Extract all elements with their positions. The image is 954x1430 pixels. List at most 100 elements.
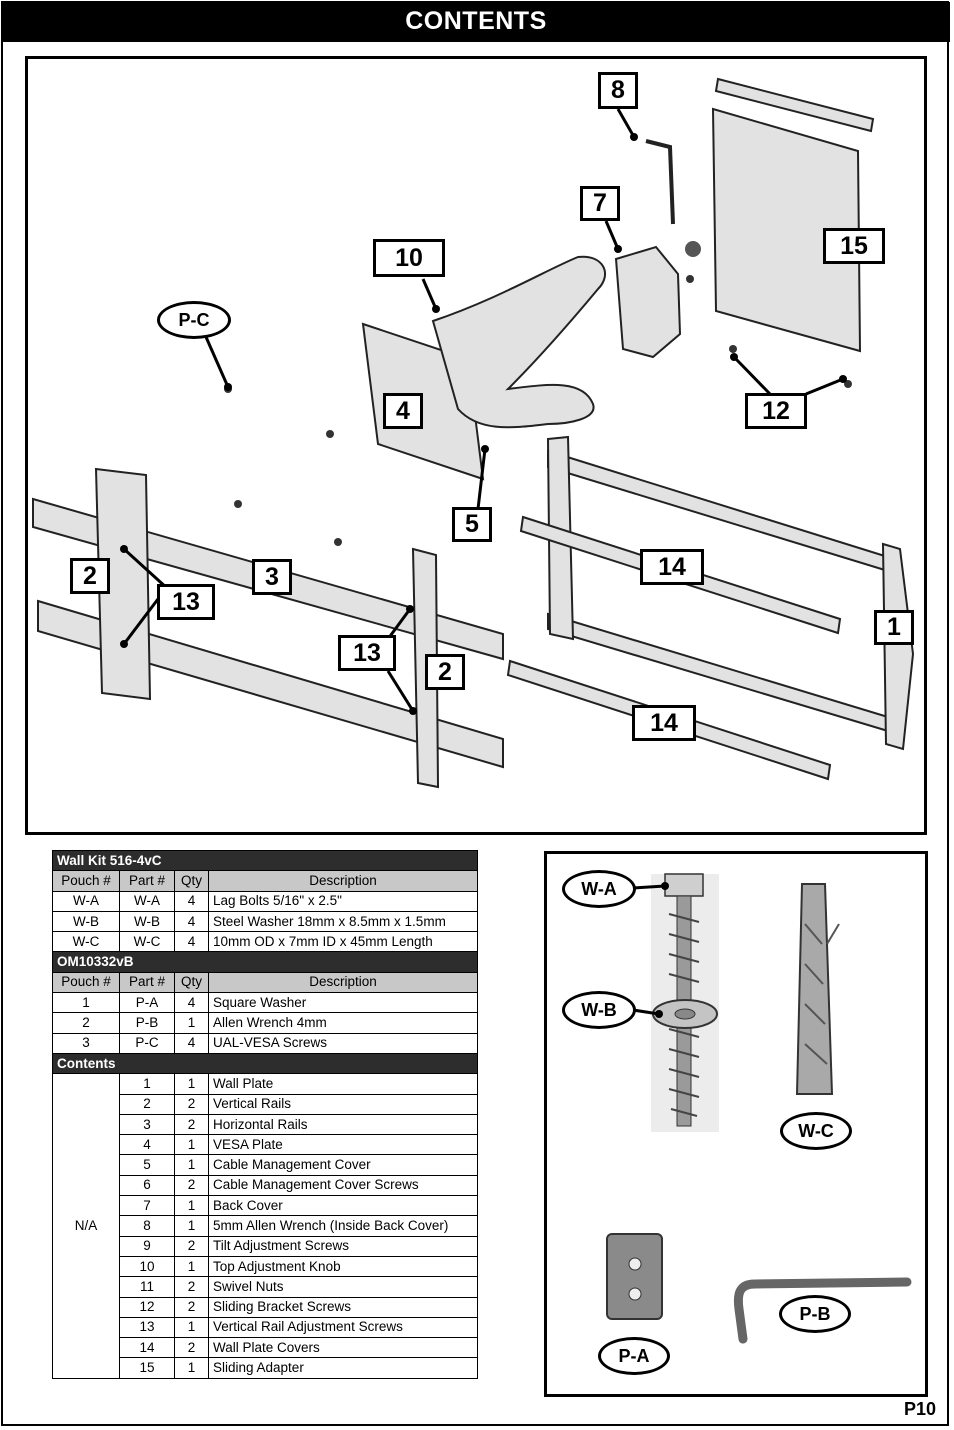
part-cell: 11 [119, 1276, 175, 1298]
part-cell: 4 [119, 1134, 175, 1156]
qty-cell: 4 [174, 931, 209, 953]
allen-wrench-part [645, 139, 675, 225]
callout-4: 4 [383, 393, 423, 429]
pouch-cell: W-C [52, 931, 120, 953]
callout-2-right: 2 [425, 654, 465, 690]
description-cell: Cable Management Cover Screws [208, 1174, 478, 1197]
description-cell: Sliding Adapter [208, 1357, 478, 1379]
table-row: 3 2 Horizontal Rails [53, 1113, 478, 1136]
part-cell: 15 [119, 1357, 175, 1379]
description-cell: Back Cover [208, 1195, 478, 1217]
adapter-top-rail [714, 77, 875, 133]
description-cell: Wall Plate Covers [208, 1337, 478, 1359]
part-cell: 3 [119, 1113, 175, 1136]
qty-cell: 1 [174, 1357, 209, 1379]
table-row: 15 1 Sliding Adapter [53, 1357, 478, 1379]
table-row: 5 1 Cable Management Cover [53, 1154, 478, 1176]
callout-13-right: 13 [338, 635, 396, 671]
hardware-illustration [606, 873, 912, 1344]
qty-cell: 4 [174, 1032, 209, 1054]
section-title: Contents [52, 1052, 478, 1075]
description-cell: Steel Washer 18mm x 8.5mm x 1.5mm [208, 910, 478, 933]
description-cell: Sliding Bracket Screws [208, 1296, 478, 1318]
section-title: OM10332vB [52, 951, 478, 973]
header-qty: Qty [174, 971, 209, 994]
part-cell: 10 [119, 1255, 175, 1278]
exploded-parts-diagram: 8 7 15 10 4 12 5 2 3 13 13 2 14 1 14 P-C [25, 56, 927, 835]
table-row: 1 P-A 4 Square Washer [52, 992, 478, 1014]
table-row: N/A 1 1 Wall Plate [52, 1073, 478, 1379]
qty-cell: 1 [174, 1316, 209, 1339]
qty-cell: 1 [174, 1134, 209, 1156]
qty-cell: 2 [174, 1337, 209, 1359]
description-cell: UAL-VESA Screws [208, 1032, 478, 1054]
page-number: P10 [903, 1399, 936, 1419]
callout-1: 1 [874, 610, 914, 645]
description-cell: 10mm OD x 7mm ID x 45mm Length [208, 931, 478, 953]
part-cell: W-A [119, 890, 175, 912]
part-cell: 2 [119, 1093, 175, 1115]
label-w-a: W-A [562, 870, 636, 908]
section-header-wall-kit: Wall Kit 516-4vC [52, 849, 478, 872]
callout-2-left: 2 [70, 558, 110, 594]
callout-7: 7 [580, 186, 620, 221]
table-row: W-B W-B 4 Steel Washer 18mm x 8.5mm x 1.… [52, 910, 478, 933]
label-w-b: W-B [562, 991, 636, 1029]
part-cell: W-C [119, 931, 175, 953]
header-pouch: Pouch # [52, 971, 120, 994]
qty-cell: 1 [174, 1154, 209, 1176]
description-cell: Wall Plate [208, 1073, 478, 1095]
header-description: Description [208, 971, 478, 994]
callout-14-upper: 14 [640, 549, 704, 585]
hardware-panel: W-A W-B W-C P-A P-B [544, 851, 928, 1397]
wall-anchor-w-c [795, 883, 834, 1095]
table-row: W-A W-A 4 Lag Bolts 5/16" x 2.5" [52, 890, 478, 912]
qty-cell: 2 [174, 1235, 209, 1257]
qty-cell: 4 [174, 992, 209, 1014]
description-cell: Square Washer [208, 992, 478, 1014]
callout-13-left: 13 [157, 584, 215, 620]
callout-5: 5 [452, 507, 492, 542]
label-p-a: P-A [598, 1337, 670, 1375]
table-row: 3 P-C 4 UAL-VESA Screws [52, 1032, 478, 1054]
qty-cell: 4 [174, 890, 209, 912]
pouch-cell: 2 [52, 1012, 120, 1034]
wall-plate-right-end [881, 542, 915, 751]
part-cell: 6 [119, 1174, 175, 1197]
part-cell: 12 [119, 1296, 175, 1318]
table-row: 2 P-B 1 Allen Wrench 4mm [52, 1012, 478, 1034]
description-cell: Horizontal Rails [208, 1113, 478, 1136]
label-p-b: P-B [779, 1295, 851, 1333]
description-cell: Top Adjustment Knob [208, 1255, 478, 1278]
pouch-cell: W-A [52, 890, 120, 912]
part-cell: 5 [119, 1154, 175, 1176]
section-header-contents: Contents [52, 1052, 478, 1075]
column-headers: Pouch # Part # Qty Description [52, 870, 478, 892]
allen-wrench-p-b [733, 1277, 912, 1344]
parts-table: Wall Kit 516-4vC Pouch # Part # Qty Desc… [52, 849, 478, 1379]
header-description: Description [208, 870, 478, 892]
horizontal-rail-lower [37, 599, 504, 769]
qty-cell: 2 [174, 1276, 209, 1298]
table-row: W-C W-C 4 10mm OD x 7mm ID x 45mm Length [52, 931, 478, 953]
part-cell: P-B [119, 1012, 175, 1034]
pouch-cell: W-B [52, 910, 120, 933]
callout-14-lower: 14 [632, 705, 696, 741]
callout-15: 15 [823, 228, 885, 264]
header-pouch: Pouch # [52, 870, 120, 892]
square-washer-p-a [606, 1233, 663, 1320]
column-headers: Pouch # Part # Qty Description [52, 971, 478, 994]
table-row: 11 2 Swivel Nuts [53, 1276, 478, 1298]
pouch-cell: 3 [52, 1032, 120, 1054]
description-cell: Vertical Rail Adjustment Screws [208, 1316, 478, 1339]
header-part: Part # [119, 971, 175, 994]
header-part: Part # [119, 870, 175, 892]
part-cell: 1 [119, 1073, 175, 1095]
qty-cell: 1 [174, 1255, 209, 1278]
part-cell: P-A [119, 992, 175, 1014]
description-cell: Tilt Adjustment Screws [208, 1235, 478, 1257]
section-title: Wall Kit 516-4vC [52, 849, 478, 872]
callout-8: 8 [598, 72, 638, 109]
qty-cell: 2 [174, 1296, 209, 1318]
sliding-adapter [711, 107, 862, 353]
